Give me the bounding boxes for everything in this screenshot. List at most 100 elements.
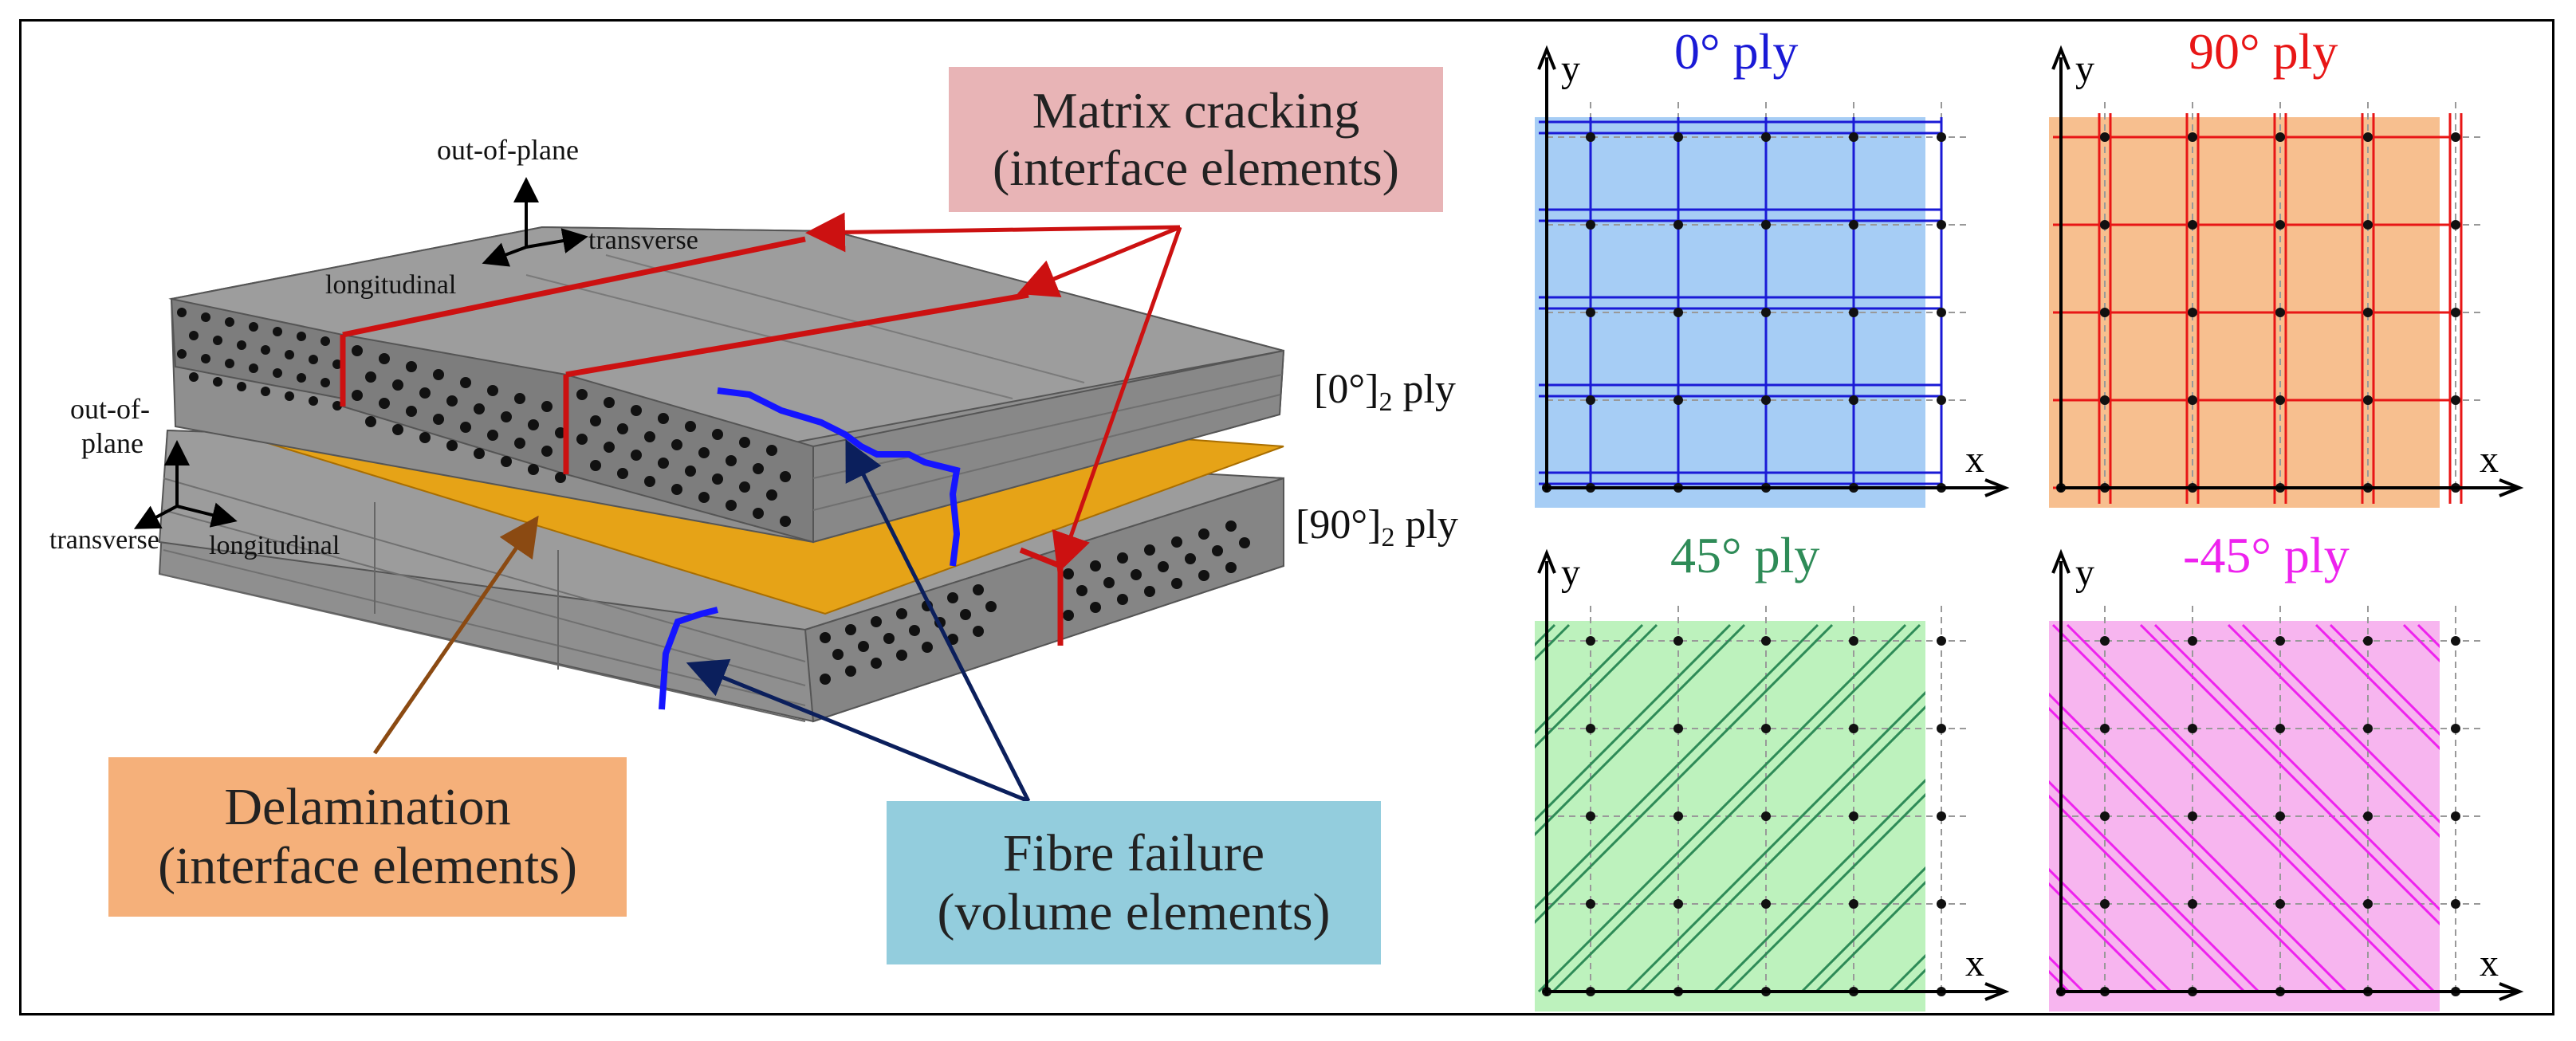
fibre-dot [985, 601, 997, 612]
fibre-line [2049, 882, 2158, 993]
fibre-dot [1198, 570, 1209, 581]
fibre-dot [446, 440, 458, 451]
fibre-dot [433, 414, 444, 425]
fibre-dot [960, 609, 971, 620]
fibre-dot [753, 463, 764, 474]
mesh-node [1673, 899, 1683, 909]
fibre-dot [273, 368, 282, 378]
fibre-dot [973, 584, 984, 595]
mesh-node [2275, 395, 2285, 405]
y-axis-label: y [1561, 48, 1580, 90]
mesh-node [1673, 724, 1683, 733]
fibre-dot [820, 632, 831, 643]
mesh-node [2363, 132, 2373, 142]
fibre-dot [352, 345, 363, 356]
fibre-dot [1076, 585, 1087, 596]
fibre-line [2329, 623, 2440, 737]
mesh-node [1761, 132, 1771, 142]
fibre-line [2066, 623, 2436, 993]
mesh-node [2275, 220, 2285, 230]
fibre-dot [1144, 544, 1155, 556]
fibre-dot [617, 468, 628, 479]
fibre-line [1535, 623, 1834, 925]
x-axis-arrowhead [1984, 982, 2010, 1001]
fibre-dot [590, 460, 601, 471]
mesh-node [1673, 395, 1683, 405]
fibre-line [1639, 705, 1925, 993]
fibre-line [1727, 792, 1925, 993]
fibre-line [1815, 880, 1925, 993]
fibre-line [2491, 625, 2576, 992]
mesh-node [1937, 220, 1946, 230]
mesh-node [2451, 899, 2460, 909]
fibre-line [1535, 623, 1746, 837]
fibre-dot [896, 650, 907, 661]
fibre-dot [780, 471, 791, 482]
x-axis-label: x [1965, 942, 1984, 984]
fibre-dot [201, 354, 210, 363]
fibre-dot [189, 331, 199, 340]
fibre-dot [590, 415, 601, 426]
top-axis-longitudinal-label: longitudinal [325, 270, 456, 300]
fibre-dot [528, 419, 539, 430]
fibre-line [1800, 866, 1925, 993]
mesh-node [1849, 395, 1858, 405]
fibre-dots-top-a [177, 308, 342, 411]
fibre-line [1100, 625, 1467, 992]
mesh-node [2100, 811, 2110, 821]
mesh-node [1849, 899, 1858, 909]
fibre-dot [1144, 586, 1155, 597]
fibre-dot [896, 608, 907, 619]
ply-label-top: [0°]2 ply [1314, 367, 1456, 417]
fibre-dot [712, 429, 723, 440]
fibre-line [1535, 623, 1819, 910]
mesh-node [1673, 636, 1683, 646]
fibre-dot [712, 473, 723, 485]
fibre-dot [766, 445, 777, 456]
mesh-node [1761, 636, 1771, 646]
mesh-node [2188, 724, 2197, 733]
fibre-dots-bottom-b [1063, 520, 1250, 621]
fibre-line [2051, 623, 2421, 993]
fibre-dot [514, 393, 525, 404]
fibre-dot [617, 423, 628, 434]
mesh-node [2188, 395, 2197, 405]
fibre-dot [1103, 577, 1115, 588]
ply-panel-90: xy [2049, 45, 2524, 508]
fibre-dot [261, 345, 270, 355]
mesh-node [1586, 811, 1595, 821]
mesh-node [2363, 899, 2373, 909]
fibre-dot [1185, 553, 1196, 564]
y-axis-arrowhead [2051, 548, 2071, 574]
mesh-node [2188, 899, 2197, 909]
mesh-node [2451, 811, 2460, 821]
left-axis-outof-label: out-of- [70, 393, 150, 425]
fibre-line [2049, 867, 2173, 993]
fibre-dot [685, 421, 696, 432]
fibre-dot [419, 387, 431, 399]
fibre-dot [726, 500, 737, 511]
left-axis-triad [133, 440, 238, 529]
fibre-dot [321, 336, 330, 346]
fibre-dot [739, 481, 750, 493]
fibre-dot [922, 642, 933, 653]
fibre-dot [309, 396, 318, 406]
fibre-dot [739, 437, 750, 448]
fibre-dot [379, 353, 390, 364]
mesh-node [1673, 811, 1683, 821]
fibre-dot [766, 489, 777, 501]
fibre-dot [433, 369, 444, 380]
mesh-node [1761, 220, 1771, 230]
fibre-dot [309, 355, 318, 364]
fibre-failure-callout: Fibre failure (volume elements) [887, 801, 1381, 964]
fibre-dot [249, 363, 258, 373]
fibre-dot [249, 322, 258, 332]
fibre-dot [352, 390, 363, 401]
mesh-node [1673, 132, 1683, 142]
fibre-dot [541, 446, 553, 457]
mesh-node [2363, 395, 2373, 405]
mesh-node [2451, 308, 2460, 317]
fibre-dot [973, 626, 984, 637]
mesh-node [2451, 132, 2460, 142]
